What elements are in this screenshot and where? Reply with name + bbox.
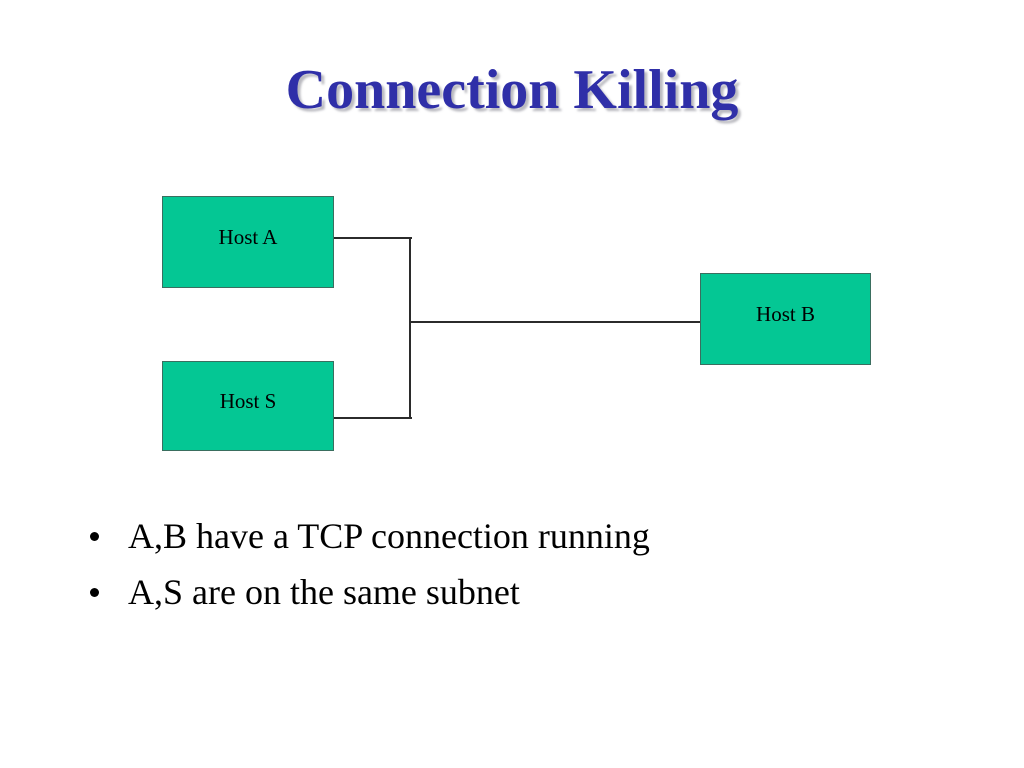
bullet-dot-icon <box>90 532 99 541</box>
node-host-a-label: Host A <box>218 224 278 249</box>
connector-host-s-to-bus <box>334 417 412 419</box>
list-item-text: A,B have a TCP connection running <box>128 516 650 556</box>
connector-bus-vertical <box>409 237 411 419</box>
node-host-b[interactable]: Host B <box>700 273 871 365</box>
connector-bus-to-host-b <box>409 321 701 323</box>
bullet-list: A,B have a TCP connection running A,S ar… <box>84 508 964 620</box>
bullet-dot-icon <box>90 588 99 597</box>
page-title: Connection Killing <box>285 59 739 121</box>
node-host-s-label: Host S <box>219 388 277 413</box>
list-item: A,S are on the same subnet <box>84 564 964 620</box>
list-item: A,B have a TCP connection running <box>84 508 964 564</box>
connector-host-a-to-bus <box>334 237 412 239</box>
node-host-s[interactable]: Host S <box>162 361 334 451</box>
list-item-text: A,S are on the same subnet <box>128 572 520 612</box>
node-host-b-label: Host B <box>756 301 815 326</box>
node-host-a[interactable]: Host A <box>162 196 334 288</box>
